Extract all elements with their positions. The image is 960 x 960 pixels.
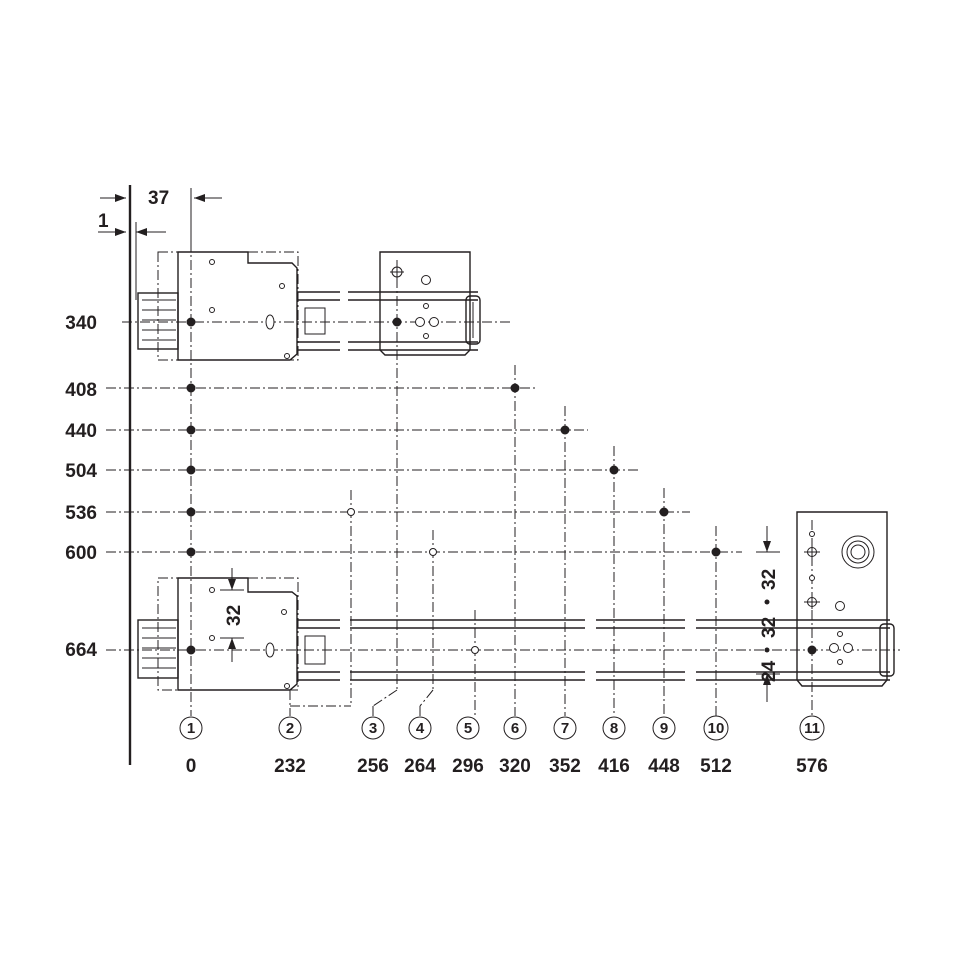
drill-point-1-340 (186, 317, 196, 327)
lower-left-bracket: 32 (137, 568, 340, 691)
svg-text:7: 7 (561, 720, 569, 737)
drill-point-3-536 (347, 508, 355, 516)
svg-text:11: 11 (804, 720, 820, 737)
drill-point-8-504 (609, 465, 619, 475)
drill-point-1-600 (186, 547, 196, 557)
row-label-408: 408 (65, 380, 97, 401)
drill-point-4-600 (429, 548, 437, 556)
column-value-256: 256 (357, 756, 389, 777)
centerline-col-4-join (419, 689, 434, 707)
svg-text:6: 6 (511, 720, 519, 737)
svg-text:2: 2 (286, 720, 294, 737)
column-markers: 1 0 2 232 3 256 4 264 5 296 6 320 (179, 715, 828, 777)
drill-point-5-664 (471, 646, 479, 654)
column-marker-3: 3 256 (357, 716, 389, 777)
column-value-352: 352 (549, 756, 581, 777)
svg-text:3: 3 (369, 720, 377, 737)
lower-rail (350, 619, 890, 681)
dimension-37-label: 37 (148, 188, 169, 209)
column-marker-2: 2 232 (274, 716, 306, 777)
column-marker-6: 6 320 (499, 716, 531, 777)
drill-point-10-600 (711, 547, 721, 557)
centerline-col-3-join (372, 689, 398, 707)
drill-point-1-408 (186, 383, 196, 393)
svg-text:1: 1 (187, 720, 195, 737)
column-value-296: 296 (452, 756, 484, 777)
column-value-416: 416 (598, 756, 630, 777)
dimension-1-label: 1 (98, 211, 109, 232)
row-label-504: 504 (65, 461, 97, 482)
column-value-264: 264 (404, 756, 436, 777)
column-marker-10: 10 512 (700, 715, 732, 777)
column-value-512: 512 (700, 756, 732, 777)
row-label-340: 340 (65, 313, 97, 334)
centerlines (106, 188, 900, 716)
drill-point-7-440 (560, 425, 570, 435)
row-label-664: 664 (65, 640, 97, 661)
row-labels: 340 408 440 504 536 600 664 (65, 313, 97, 661)
drill-point-1-536 (186, 507, 196, 517)
svg-text:4: 4 (416, 720, 425, 737)
column-marker-11: 11 576 (796, 715, 828, 777)
column-value-0: 0 (186, 756, 197, 777)
svg-text:10: 10 (708, 720, 725, 737)
column-value-232: 232 (274, 756, 306, 777)
drill-point-9-536 (659, 507, 669, 517)
dimension-32-right-1-label: 32 (759, 569, 780, 590)
column-marker-7: 7 352 (549, 716, 581, 777)
drill-point-11-664 (807, 645, 817, 655)
dimension-32-right-2-label: 32 (759, 617, 780, 638)
dimension-24-right-label: 24 (759, 660, 780, 682)
dimension-1: 1 (98, 211, 166, 300)
row-label-600: 600 (65, 543, 97, 564)
dimension-32-lower-label: 32 (224, 605, 245, 626)
column-marker-1: 1 0 (179, 716, 203, 777)
upper-front-bracket (348, 251, 481, 356)
column-value-576: 576 (796, 756, 828, 777)
drill-point-6-408 (510, 383, 520, 393)
upper-left-bracket (137, 251, 340, 361)
svg-text:8: 8 (610, 720, 618, 737)
svg-text:5: 5 (464, 720, 472, 737)
row-label-536: 536 (65, 503, 97, 524)
column-marker-4: 4 264 (404, 716, 436, 777)
column-marker-9: 9 448 (648, 716, 680, 777)
drill-point-1-504 (186, 465, 196, 475)
column-value-448: 448 (648, 756, 680, 777)
drill-point-3-340 (392, 317, 402, 327)
row-label-440: 440 (65, 421, 97, 442)
column-value-320: 320 (499, 756, 531, 777)
drill-point-1-664 (186, 645, 196, 655)
drill-point-1-440 (186, 425, 196, 435)
svg-text:9: 9 (660, 720, 668, 737)
dimension-37: 37 (100, 188, 222, 250)
right-front-bracket (796, 511, 895, 687)
column-marker-5: 5 296 (452, 716, 484, 777)
column-marker-8: 8 416 (598, 716, 630, 777)
right-dimension-stack: 32 32 24 (756, 526, 780, 702)
